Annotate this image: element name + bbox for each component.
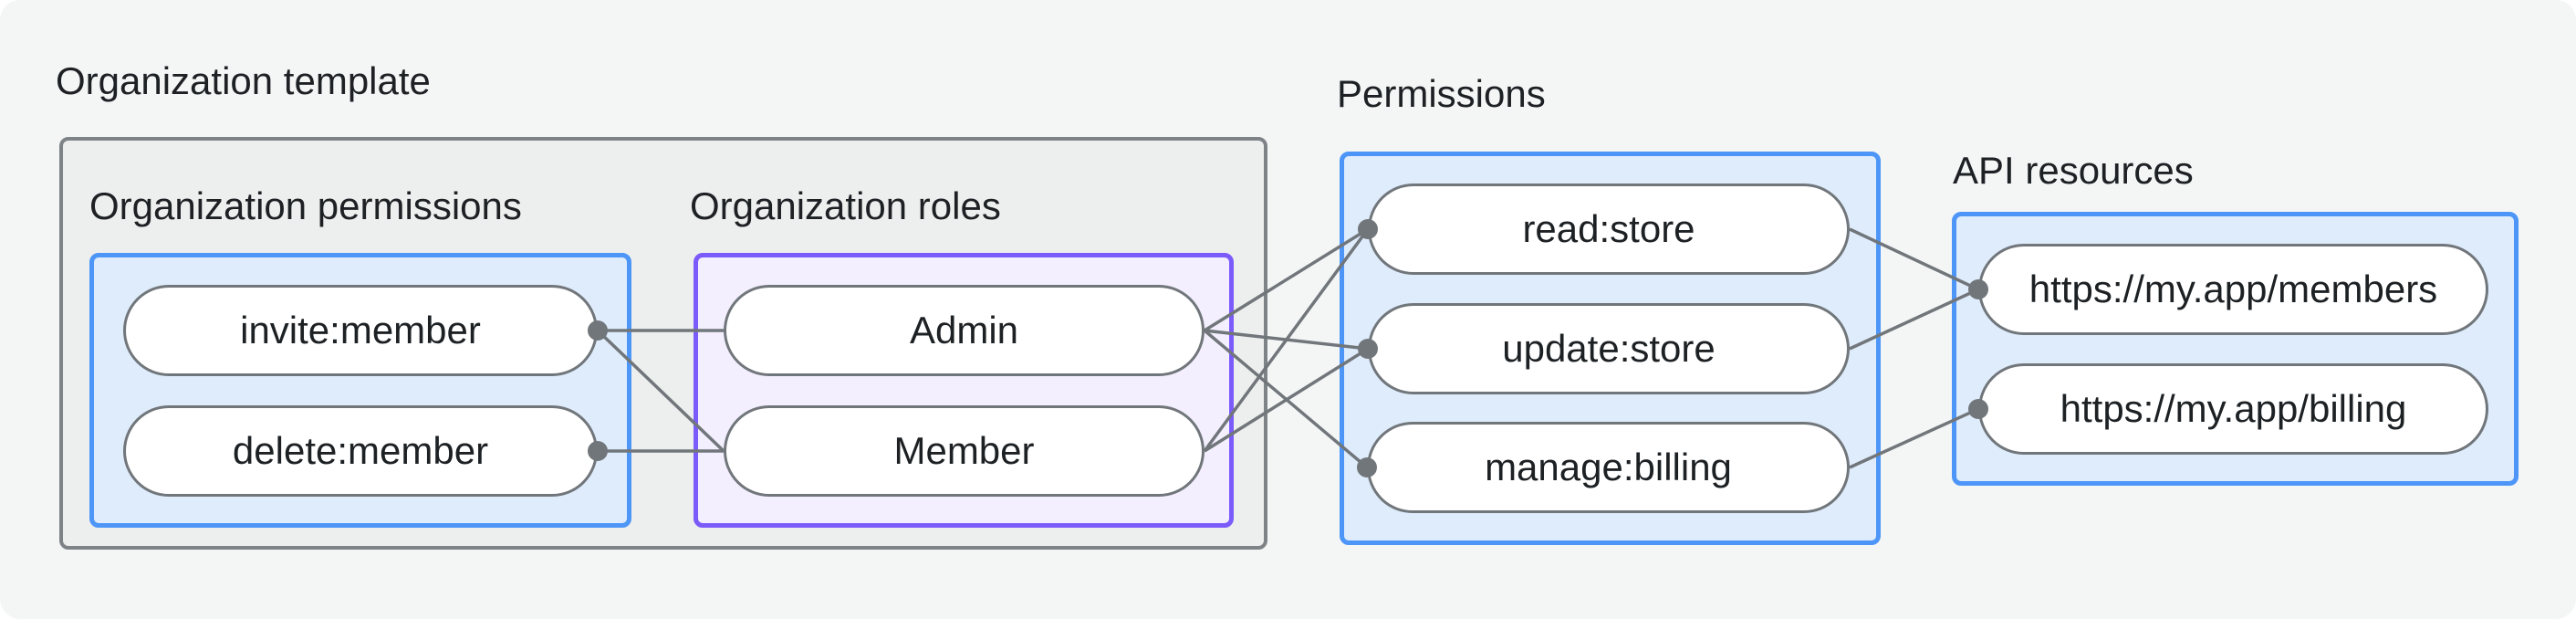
node-pill-api-billing: https://my.app/billing [1978,363,2488,455]
permissions-label: Permissions [1337,72,1546,115]
node-pill-admin: Admin [724,285,1205,376]
node-pill-read-store: read:store [1368,184,1850,275]
node-pill-api-members: https://my.app/members [1978,244,2488,335]
organization-permissions-label: Organization permissions [89,184,522,227]
node-pill-manage-billing: manage:billing [1367,422,1850,513]
api-resources-label: API resources [1953,149,2194,192]
organization-roles-label: Organization roles [690,184,1001,227]
node-pill-invite-member: invite:member [123,285,598,376]
node-pill-update-store: update:store [1368,303,1850,394]
node-pill-delete-member: delete:member [123,405,598,497]
node-pill-member: Member [724,405,1205,497]
organization-template-label: Organization template [56,59,431,102]
